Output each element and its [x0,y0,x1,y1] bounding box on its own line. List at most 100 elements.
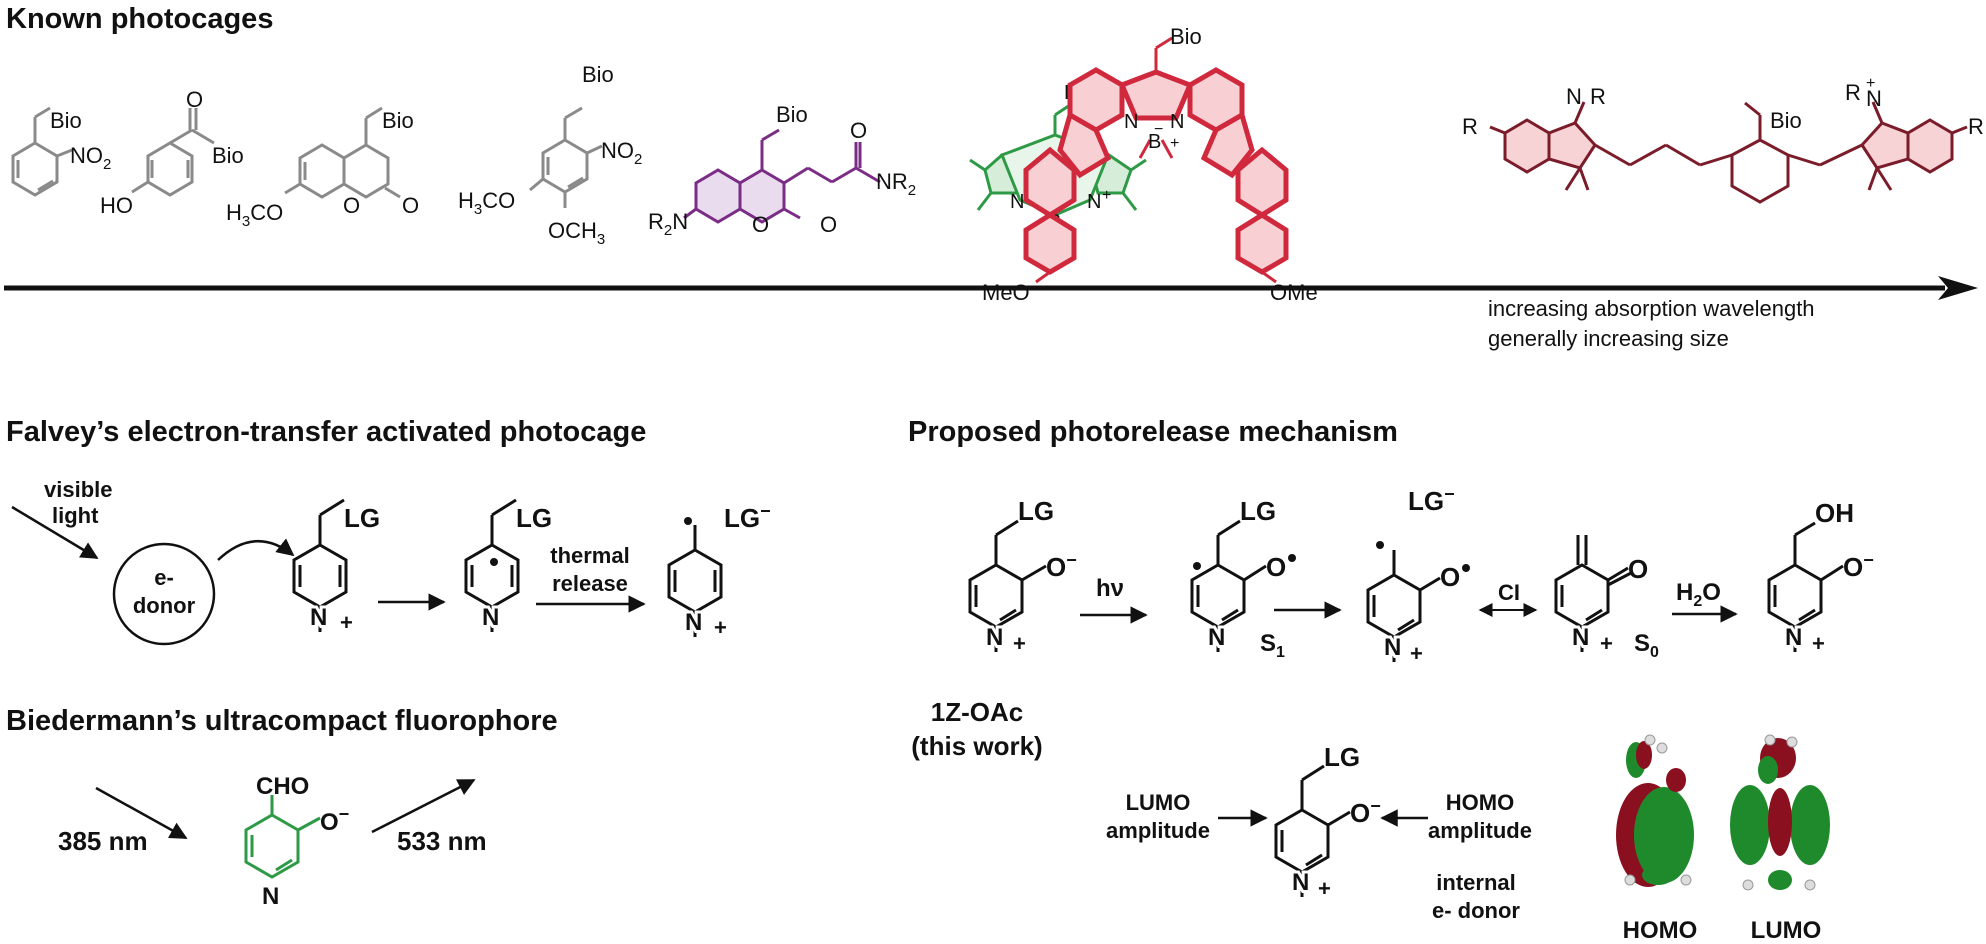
atom-n: N [1208,624,1225,651]
charge-plus: + [1013,631,1026,656]
radical-dot [684,517,692,525]
atom-ho: HO [100,193,133,218]
atom-n-bg: N [1384,634,1401,661]
atom-n-bg: N [482,604,499,631]
atom-b: B [1148,131,1161,153]
atom-h3co: H3CO [458,188,515,218]
photocage-aminocoumarin [683,128,881,224]
electron-transfer-arrow [217,538,295,561]
atom-oh: OH [1815,498,1854,528]
state-s0: S0 [1634,630,1659,661]
atom-n: N [262,883,279,910]
atom-lg: LG [1240,496,1276,526]
charge-plus: + [1866,75,1875,92]
atom-h3co: H3CO [226,200,283,230]
atom-bio: Bio [582,62,614,87]
atom-n-bg: N [1292,869,1309,896]
atom-r: R [1462,114,1478,139]
arrow-caption-wavelength: increasing absorption wavelength [1488,296,1815,321]
atom-n-bg: N [685,609,702,636]
atom-n-bg: N [1208,624,1225,651]
atom-bio: Bio [212,143,244,168]
atom-o-anion: O− [1046,550,1077,582]
atom-n: N [1087,191,1101,213]
atom-n-bg: N [262,883,279,910]
atom-o: O [186,87,203,112]
hv-label: hν [1096,575,1124,602]
lumo-orbital [1730,734,1830,891]
atom-nr2: NR2 [876,169,916,199]
atom-no2: NO2 [70,143,111,173]
atom-n: N [310,604,327,631]
mech-structure-s0 [1554,535,1632,652]
charge-plus: + [340,610,353,635]
emission-arrow [371,778,476,834]
atom-cho: CHO [256,773,309,800]
photocage-cyanine [1503,118,1954,174]
atom-n: N [1866,86,1882,111]
radical-dot [1193,562,1201,570]
atom-o: O [1628,554,1648,584]
header-falvey: Falvey’s electron-transfer activated pho… [6,416,646,448]
mech-structure-s1 [1190,519,1267,652]
header-biedermann: Biedermann’s ultracompact fluorophore [6,705,558,737]
charge-minus: − [1154,121,1163,138]
atom-lg: LG [1324,742,1360,772]
atom-n-bg: N [1572,624,1589,651]
state-s1: S1 [1260,630,1285,661]
picolyl-radical-cation [667,525,723,637]
atom-o: O [343,193,360,218]
atom-o: O [1440,562,1460,592]
atom-n: N [1292,869,1309,896]
atom-bio: Bio [776,102,808,127]
hydroxypyridine-aldehyde [244,795,321,879]
atom-lg: LG [1018,496,1054,526]
charge-plus: + [1170,135,1179,152]
atom-r: R [1845,80,1861,105]
extended-bodipy-bonds [1035,36,1277,284]
atom-n-bg: N [1785,624,1802,651]
mech-structure-biradical [1366,550,1441,662]
compound-label: 1Z-OAc(this work) [911,697,1042,761]
atom-ome: OMe [1270,280,1318,305]
mech-structure-product [1767,521,1844,652]
pyridinyl-radical [464,498,520,632]
atom-bio: Bio [1770,108,1802,133]
radical-dot [1462,564,1470,572]
e-donor-circle [112,542,216,646]
atom-o: O [850,118,867,143]
charge-plus: + [1410,641,1423,666]
arrow-caption-size: generally increasing size [1488,326,1729,351]
atom-o-anion: O− [1843,550,1874,582]
cyanine-bonds [1489,101,1968,204]
atom-r: R [1968,114,1984,139]
atom-bio: Bio [50,108,82,133]
atom-n: N [1566,84,1582,109]
mech-structure-1 [968,519,1047,652]
atom-o: O [1266,552,1286,582]
homo-label: HOMO [1623,917,1698,944]
header-proposed-mechanism: Proposed photorelease mechanism [908,416,1398,448]
ci-label: CI [1498,580,1520,605]
emission-label: 533 nm [397,826,487,856]
atom-meo: MeO [982,280,1030,305]
atom-n: N [1124,111,1138,133]
charge-plus: + [1318,876,1331,901]
atom-n-bg: N [986,624,1003,651]
absorption-label: 385 nm [58,826,148,856]
radical-dot [490,558,498,566]
atom-lg-anion: LG− [724,501,771,533]
charge-plus: + [1102,187,1111,204]
e-donor-label: e-donor [133,565,196,618]
atom-no2: NO2 [601,138,642,168]
charge-plus: + [714,615,727,640]
atom-r2n: R2N [648,209,688,239]
atom-n-bg: N [310,604,327,631]
atom-bio: Bio [1170,24,1202,49]
homo-orbital [1616,734,1694,887]
photocage-coumarin [284,106,401,199]
